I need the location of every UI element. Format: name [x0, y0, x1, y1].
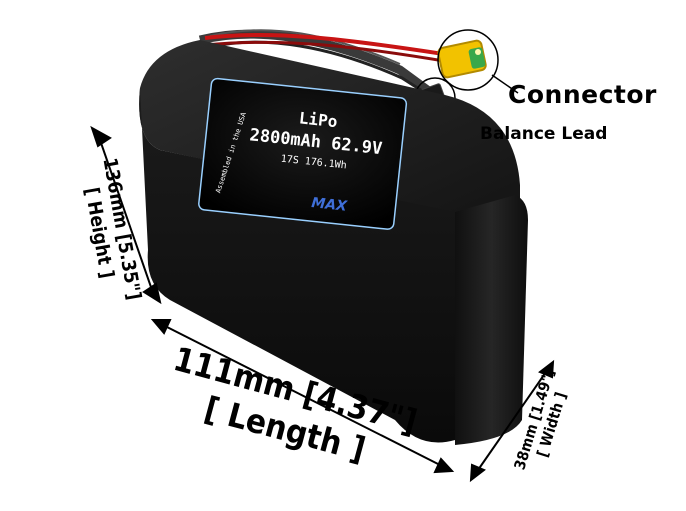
- label-chemistry: LiPo: [298, 108, 338, 131]
- height-arrow: [90, 125, 162, 305]
- power-lead-red: [204, 32, 451, 57]
- connector-callout-label: Connector: [508, 80, 657, 109]
- battery-side-face: [455, 195, 528, 445]
- battery-label-card: LiPo 2800mAh 62.9V 17S 176.1Wh Assembled…: [198, 77, 408, 230]
- length-arrow: [150, 319, 455, 474]
- label-logo: MAX: [311, 195, 349, 215]
- xt-connector: [437, 39, 487, 79]
- balance-lead-callout-label: Balance Lead: [480, 124, 608, 144]
- connector-callout: [437, 29, 519, 94]
- width-arrow: [469, 359, 555, 483]
